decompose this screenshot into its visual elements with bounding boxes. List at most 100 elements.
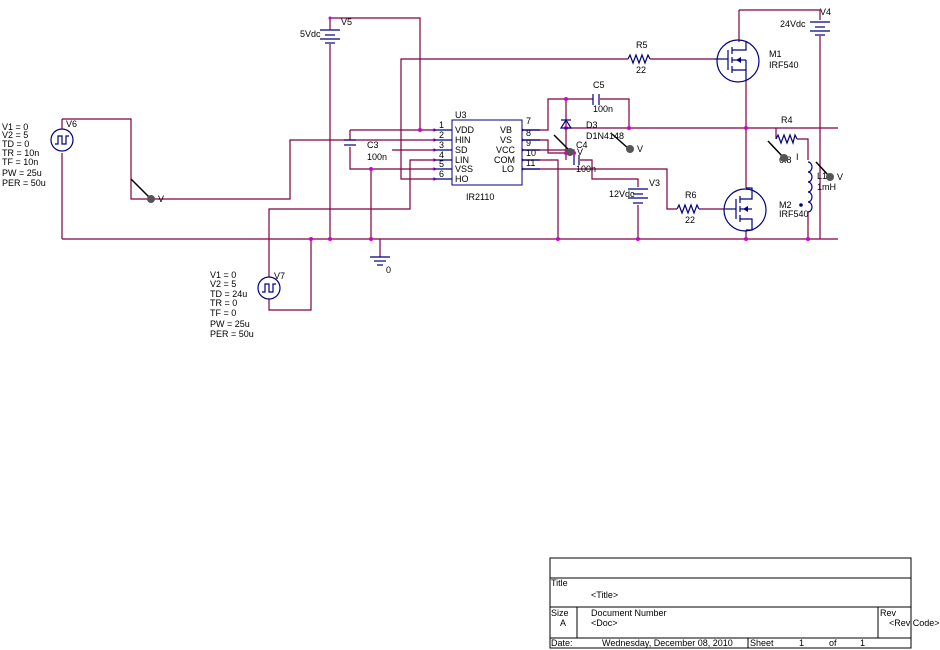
- v4-ref: V4: [820, 7, 831, 17]
- u3-pin-num: 9: [526, 138, 531, 148]
- l1-inductor[interactable]: L1 1mH: [799, 161, 836, 213]
- v7-param: TF = 0: [210, 308, 236, 318]
- v7-pulse-source[interactable]: V7: [257, 271, 285, 300]
- u3-pin-num: 3: [439, 140, 444, 150]
- u3-pin-name: COM: [494, 155, 515, 165]
- v6-param: PER = 50u: [2, 178, 46, 188]
- of-value: 1: [860, 638, 865, 648]
- v6-param: TD = 0: [2, 139, 29, 149]
- v3-value: 12Vdc: [609, 189, 635, 199]
- v3-dc-source[interactable]: V3 12Vdc: [609, 178, 660, 204]
- u3-pin-name: SD: [455, 145, 468, 155]
- v4-value: 24Vdc: [780, 19, 806, 29]
- u3-pin-num: 11: [526, 158, 535, 168]
- sheet-value: 1: [799, 638, 804, 648]
- v6-param: V1 = 0: [2, 122, 28, 132]
- r5-ref: R5: [636, 40, 648, 50]
- title-block: Title <Title> Size A Document Number <Do…: [549, 557, 940, 649]
- v6-param: TF = 10n: [2, 157, 38, 167]
- size-label: Size: [551, 608, 569, 618]
- d3-diode[interactable]: D3 D1N4148: [559, 118, 624, 141]
- u3-pin-num: 5: [439, 159, 444, 169]
- u3-pin-num: 10: [526, 148, 536, 158]
- r6-value: 22: [685, 215, 695, 225]
- m2-mosfet[interactable]: M2 IRF540: [723, 187, 809, 232]
- u3-model: IR2110: [466, 192, 494, 202]
- r4-ref: R4: [781, 115, 793, 125]
- v5-dc-source[interactable]: V5 5Vdc: [300, 17, 352, 44]
- v7-param: V1 = 0: [210, 270, 236, 280]
- v5-ref: V5: [341, 17, 352, 27]
- v6-ref: V6: [66, 119, 77, 129]
- u3-pin-name: VB: [500, 125, 512, 135]
- r6-ref: R6: [685, 190, 697, 200]
- d3-model: D1N4148: [586, 131, 624, 141]
- probe-label: V: [637, 144, 643, 154]
- v7-ref: V7: [274, 271, 285, 281]
- l1-value: 1mH: [817, 182, 836, 192]
- v7-param: PW = 25u: [210, 319, 250, 329]
- v6-param: V2 = 5: [2, 130, 28, 140]
- v6-pulse-source[interactable]: V6: [50, 119, 77, 152]
- voltage-probe[interactable]: V: [130, 178, 164, 204]
- voltage-probe[interactable]: V: [553, 134, 583, 157]
- c5-capacitor[interactable]: C5 100n: [592, 80, 613, 114]
- sheet-label: Sheet: [750, 638, 774, 648]
- title-label: Title: [551, 578, 568, 588]
- l1-ref: L1: [817, 171, 827, 181]
- r6-resistor[interactable]: R6 22: [676, 190, 700, 225]
- docnum-label: Document Number: [591, 608, 667, 618]
- probe-label: V: [577, 147, 583, 157]
- v7-param: TR = 0: [210, 298, 237, 308]
- u3-pin-name: HIN: [455, 135, 471, 145]
- u3-pin-name: LO: [502, 164, 514, 174]
- u3-pin-name: VS: [500, 135, 512, 145]
- m1-model: IRF540: [769, 60, 799, 70]
- u3-pin-name: VSS: [455, 164, 473, 174]
- r5-resistor[interactable]: R5 22: [627, 40, 651, 75]
- u3-pin-name: VCC: [496, 145, 516, 155]
- rev-label: Rev: [880, 608, 897, 618]
- v6-param: TR = 10n: [2, 148, 39, 158]
- rev-value: <Rev Code>: [889, 618, 940, 628]
- v3-ref: V3: [649, 178, 660, 188]
- u3-ref: U3: [455, 110, 467, 120]
- current-probe[interactable]: I: [767, 140, 799, 162]
- date-label: Date:: [551, 638, 573, 648]
- u3-ir2110[interactable]: U3 IR2110 1 2 3 4 5 6 VDD HIN SD LIN VSS…: [434, 110, 540, 202]
- ground-label: 0: [386, 265, 391, 275]
- v7-param: TD = 24u: [210, 289, 247, 299]
- c4-value: 100n: [576, 164, 596, 174]
- c3-capacitor[interactable]: C3 100n: [344, 139, 387, 162]
- docnum-value: <Doc>: [591, 618, 618, 628]
- m2-ref: M2: [779, 200, 792, 210]
- c3-value: 100n: [367, 152, 387, 162]
- voltage-probe[interactable]: V: [611, 133, 643, 154]
- c4-ref: C4: [576, 140, 588, 150]
- v7-params: V1 = 0 V2 = 5 TD = 24u TR = 0 TF = 0 PW …: [210, 270, 254, 339]
- date-value: Wednesday, December 08, 2010: [602, 638, 733, 648]
- title-value: <Title>: [591, 590, 618, 600]
- v6-param: PW = 25u: [2, 168, 42, 178]
- ground-symbol: 0: [370, 239, 391, 275]
- c5-value: 100n: [593, 104, 613, 114]
- of-label: of: [829, 638, 837, 648]
- v7-param: PER = 50u: [210, 329, 254, 339]
- c4-capacitor[interactable]: C4 100n: [573, 140, 596, 174]
- u3-pin-num: 4: [439, 150, 444, 160]
- m1-mosfet[interactable]: M1 IRF540: [714, 39, 799, 83]
- voltage-probe[interactable]: V: [815, 161, 843, 182]
- u3-pin-name: LIN: [455, 155, 469, 165]
- m1-ref: M1: [769, 49, 782, 59]
- d3-ref: D3: [586, 120, 598, 130]
- c5-ref: C5: [593, 80, 605, 90]
- u3-pin-num: 1: [439, 120, 444, 130]
- u3-pin-num: 8: [526, 128, 531, 138]
- v7-param: V2 = 5: [210, 279, 236, 289]
- r5-value: 22: [636, 65, 646, 75]
- c3-ref: C3: [367, 140, 379, 150]
- u3-pin-num: 7: [526, 116, 531, 126]
- v4-dc-source[interactable]: V4 24Vdc: [780, 7, 831, 36]
- v5-value: 5Vdc: [300, 29, 321, 39]
